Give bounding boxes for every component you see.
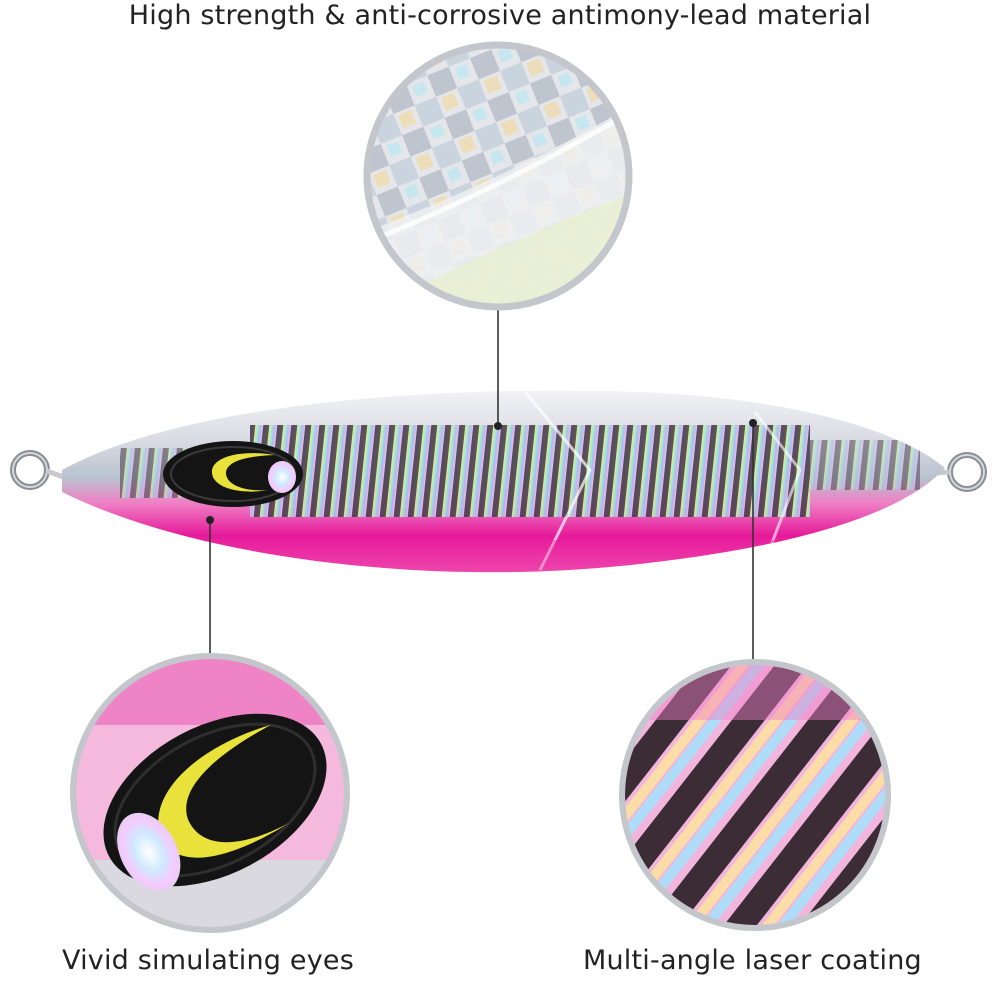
jig-lure-body <box>62 390 945 573</box>
material-caption: High strength & anti-corrosive antimony-… <box>128 0 872 31</box>
coating-caption: Multi-angle laser coating <box>583 945 922 976</box>
coating-zoom-circle <box>619 659 891 931</box>
material-zoom-circle <box>363 41 633 311</box>
lure-eye-icon <box>163 441 303 507</box>
eyes-caption: Vivid simulating eyes <box>62 945 354 976</box>
eyes-zoom-circle <box>70 653 350 933</box>
